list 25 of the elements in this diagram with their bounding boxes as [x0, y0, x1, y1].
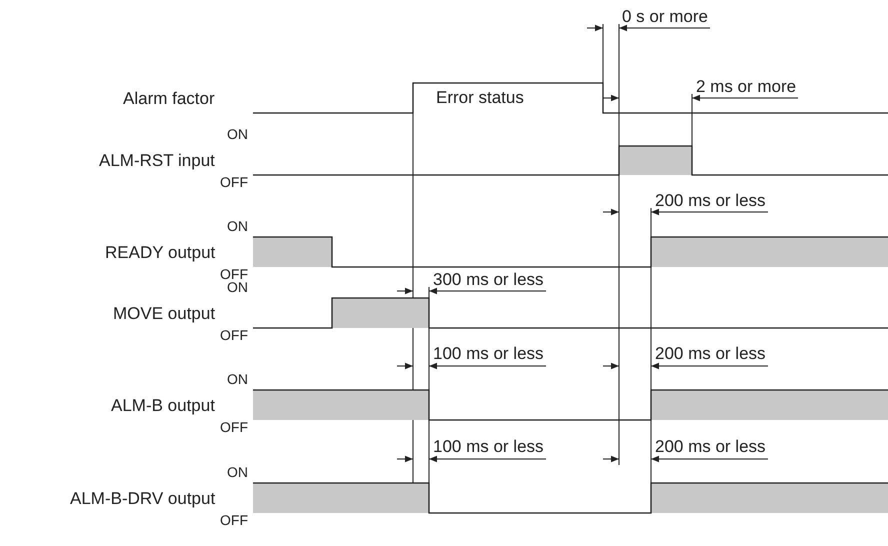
level-label: ON: [227, 280, 248, 294]
dimension-label: 300 ms or less: [433, 270, 544, 288]
dimension-label: 200 ms or less: [655, 438, 766, 454]
state-label: Error status: [436, 88, 524, 106]
level-label: ON: [227, 372, 248, 386]
signal-name: READY output: [105, 244, 216, 260]
level-label: OFF: [220, 328, 248, 342]
signal-name: ALM-B-DRV output: [70, 490, 216, 506]
level-label: ON: [227, 465, 248, 479]
dimension-label: 100 ms or less: [433, 438, 544, 454]
dimension-label: 0 s or more: [622, 8, 708, 24]
signal-name: ALM-RST input: [99, 152, 215, 168]
signal-name: MOVE output: [113, 304, 216, 322]
dimension-label: 200 ms or less: [655, 344, 766, 362]
dimension-label: 100 ms or less: [433, 344, 544, 362]
level-label: ON: [227, 219, 248, 233]
level-label: OFF: [220, 267, 248, 281]
signal-name: ALM-B output: [111, 396, 215, 414]
level-label: OFF: [220, 175, 248, 189]
signal-name: Alarm factor: [123, 90, 215, 106]
level-label: OFF: [220, 513, 248, 527]
dimension-label: 2 ms or more: [696, 78, 796, 94]
level-label: OFF: [220, 420, 248, 434]
level-label: ON: [227, 127, 248, 141]
dimension-label: 200 ms or less: [655, 192, 766, 208]
